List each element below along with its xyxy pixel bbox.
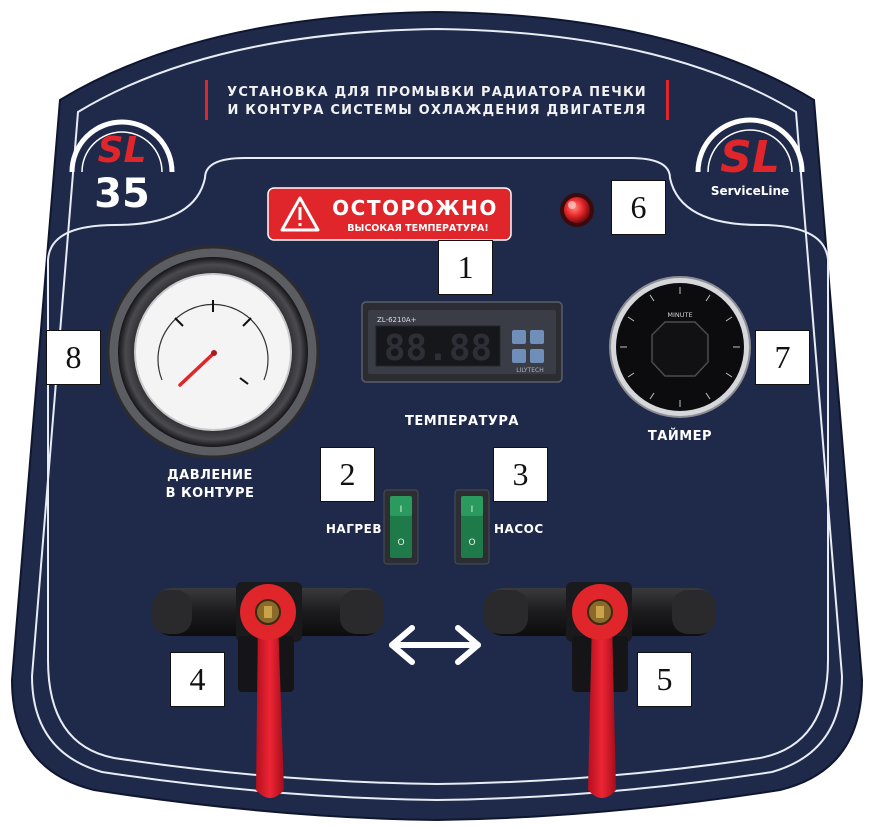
double-arrow-icon: [389, 625, 481, 665]
controller-rst-button[interactable]: [530, 349, 544, 363]
callout-4: 4: [170, 652, 225, 707]
controller-model: ZL-6210A+: [377, 316, 417, 324]
pressure-gauge: [106, 245, 320, 459]
left-valve-handle[interactable]: [256, 620, 284, 798]
warning-title: ОСТОРОЖНО: [332, 196, 498, 220]
model-logo: SL 35: [69, 119, 175, 217]
header-tick-right: [666, 80, 669, 120]
controller-display-window: [375, 325, 501, 367]
temperature-label: ТЕМПЕРАТУРА: [404, 414, 519, 429]
header-tick-left: [205, 80, 208, 120]
timer-knob[interactable]: [651, 321, 709, 377]
brand-logo-name: ServiceLine: [711, 184, 789, 198]
timer-dial[interactable]: MINUTE: [609, 276, 751, 418]
heat-switch-label: НАГРЕВ: [325, 522, 382, 536]
callout-5: 5: [637, 652, 692, 707]
left-valve[interactable]: [152, 582, 384, 798]
controller-set-button[interactable]: [512, 330, 526, 344]
callout-6: 6: [611, 180, 666, 235]
brand-logo: SL ServiceLine: [695, 117, 805, 198]
callout-1: 1: [438, 240, 493, 295]
model-logo-number: 35: [94, 171, 150, 217]
pump-switch-label: НАСОС: [494, 522, 544, 536]
callout-7: 7: [755, 330, 810, 385]
pump-switch-off-mark: O: [468, 538, 475, 548]
warning-subtitle: ВЫСОКАЯ ТЕМПЕРАТУРА!: [347, 223, 489, 234]
controller-brand: LILYTECH: [516, 367, 543, 374]
heat-switch[interactable]: I O: [383, 489, 419, 565]
callout-2: 2: [320, 447, 375, 502]
header-line-1: УСТАНОВКА ДЛЯ ПРОМЫВКИ РАДИАТОРА ПЕЧКИ: [227, 85, 647, 100]
controller-up-button[interactable]: [530, 330, 544, 344]
model-logo-letters: SL: [98, 130, 147, 171]
pump-switch[interactable]: I O: [454, 489, 490, 565]
timer-label: ТАЙМЕР: [647, 429, 713, 444]
pressure-label-line-2: В КОНТУРЕ: [165, 486, 255, 501]
header-line-2: И КОНТУРА СИСТЕМЫ ОХЛАЖДЕНИЯ ДВИГАТЕЛЯ: [227, 103, 646, 118]
callout-8: 8: [46, 330, 101, 385]
pump-switch-on-mark: I: [471, 505, 474, 515]
heat-switch-off-mark: O: [397, 538, 404, 548]
temperature-controller: ZL-6210A+ 88.88 LILYTECH: [361, 301, 563, 383]
gauge-needle: [178, 351, 216, 387]
warning-triangle-icon: [280, 196, 320, 232]
right-valve[interactable]: [484, 582, 716, 798]
callout-3: 3: [493, 447, 548, 502]
panel-inner-border: [30, 27, 844, 802]
brand-logo-letters: SL: [720, 132, 780, 183]
timer-face-text: MINUTE: [667, 311, 692, 319]
heat-switch-on-mark: I: [400, 505, 403, 515]
warning-sign: ОСТОРОЖНО ВЫСОКАЯ ТЕМПЕРАТУРА!: [267, 187, 512, 241]
controller-display: 88.88: [384, 328, 492, 369]
indicator-lamp: [560, 193, 594, 227]
controller-down-button[interactable]: [512, 349, 526, 363]
pressure-label-line-1: ДАВЛЕНИЕ: [167, 468, 253, 483]
right-valve-handle[interactable]: [588, 620, 616, 798]
